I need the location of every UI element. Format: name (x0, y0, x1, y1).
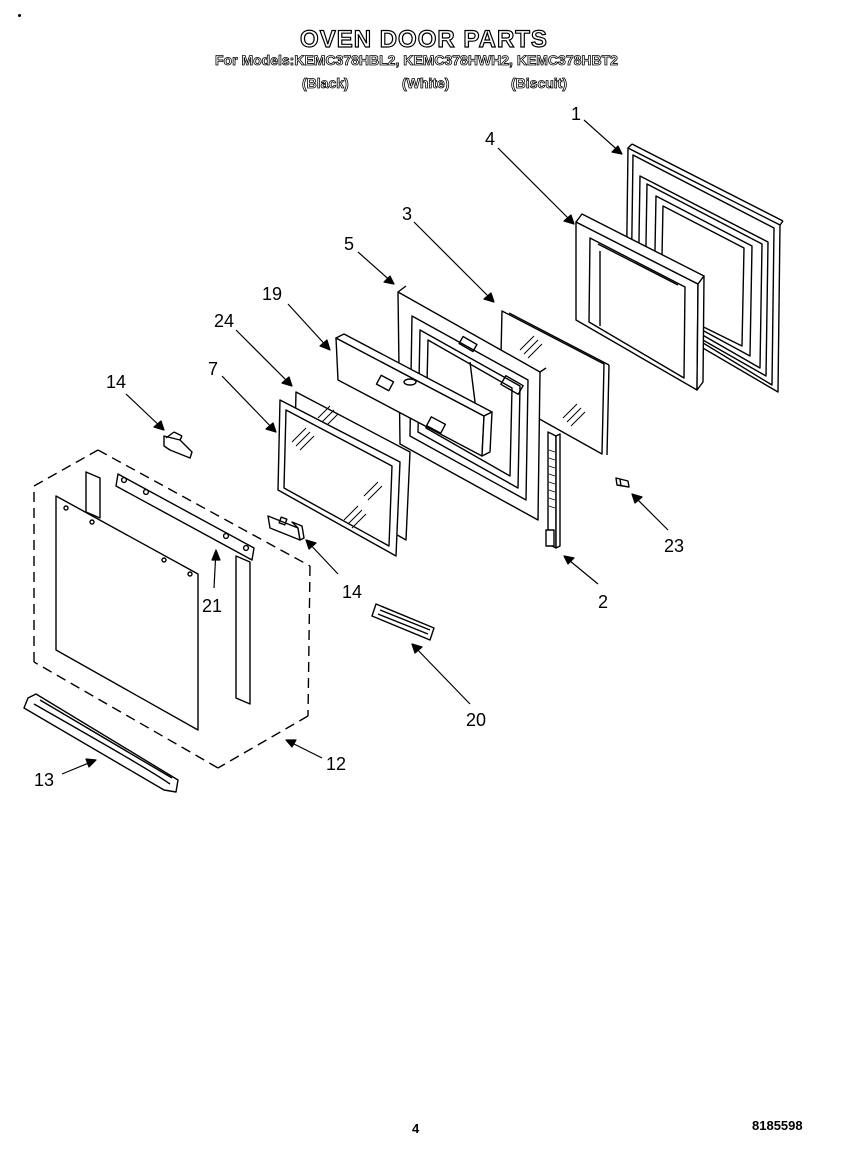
callout-12: 12 (326, 754, 346, 774)
callout-14-upper: 14 (106, 372, 126, 392)
callout-7: 7 (208, 359, 218, 379)
leader-arrows (61, 119, 669, 775)
callout-24: 24 (214, 311, 234, 331)
callout-5: 5 (344, 234, 354, 254)
callout-23: 23 (664, 536, 684, 556)
color-label-biscuit: (Biscuit) (511, 75, 568, 92)
page-number: 4 (412, 1121, 420, 1136)
part-2-side-trim (545, 431, 561, 549)
callout-21: 21 (202, 596, 222, 616)
part-23-clip (615, 477, 630, 488)
callout-20: 20 (466, 710, 486, 730)
part-19-shield-panel (335, 333, 493, 457)
color-label-white: (White) (402, 75, 450, 92)
color-label-black: (Black) (302, 75, 349, 92)
callout-4: 4 (485, 129, 495, 149)
callout-1: 1 (571, 104, 581, 124)
part-14-hinge-upper (163, 431, 193, 459)
callout-14-lower: 14 (342, 582, 362, 602)
part-13-door-handle (23, 693, 179, 793)
part-1-outer-door-frame (625, 143, 784, 393)
callout-2: 2 (598, 592, 608, 612)
part-3-glass-panel (499, 310, 610, 456)
part-14-hinge-lower (267, 515, 305, 541)
models-line: For Models:KEMC378HBL2, KEMC378HWH2, KEM… (215, 52, 619, 69)
page-title: OVEN DOOR PARTS (299, 25, 548, 53)
part-12-door-assembly (33, 449, 311, 769)
part-20-vent-trim (371, 603, 435, 641)
callout-3: 3 (402, 204, 412, 224)
part-4-door-liner-frame (575, 213, 705, 391)
part-7-inner-glass (277, 399, 401, 557)
callout-13: 13 (34, 770, 54, 790)
stray-mark (18, 14, 21, 17)
document-number: 8185598 (752, 1118, 803, 1133)
callout-19: 19 (262, 284, 282, 304)
